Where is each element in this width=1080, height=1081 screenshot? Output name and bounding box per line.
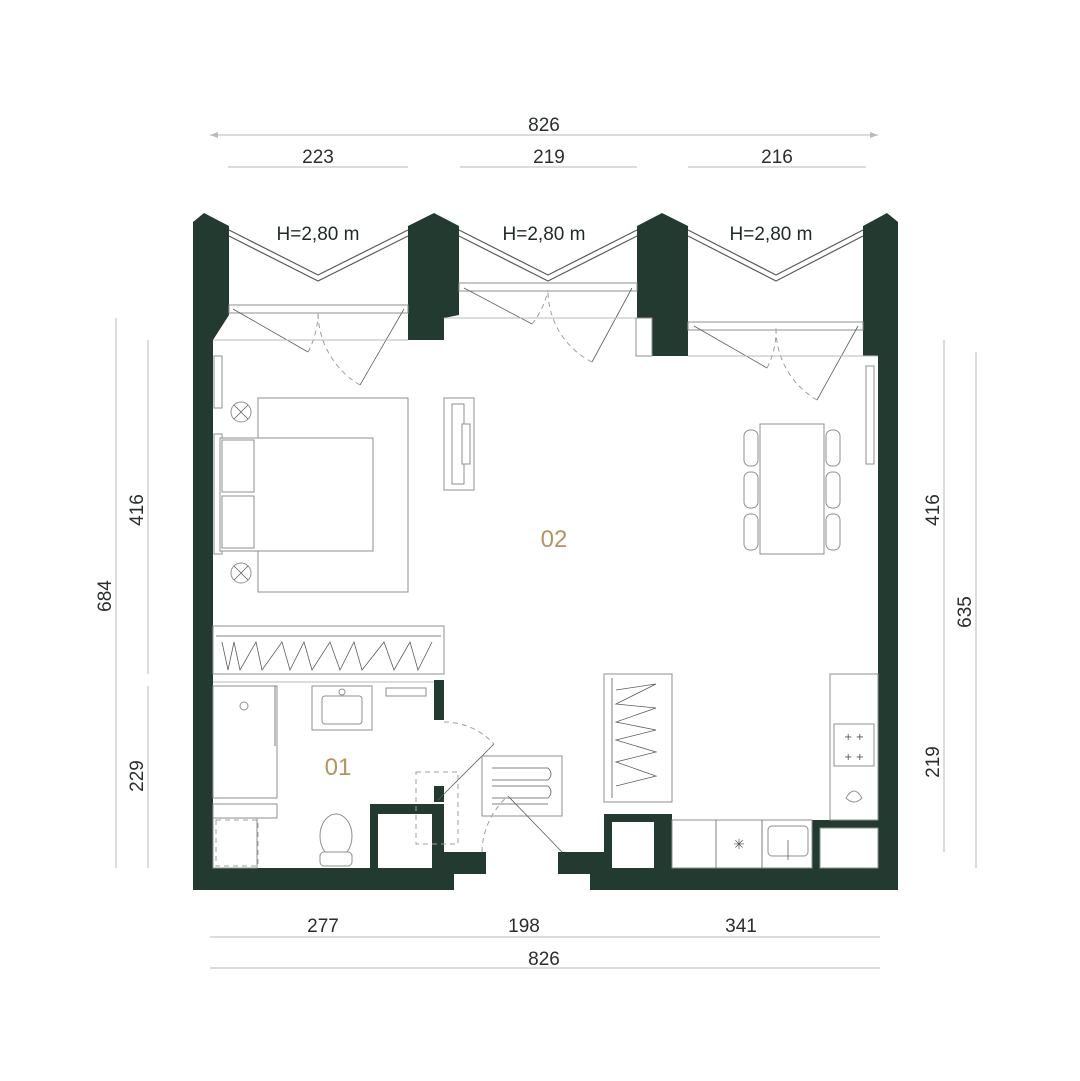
room-label-living: 02	[541, 526, 568, 553]
ceiling-height-label-2: H=2,80 m	[503, 224, 586, 245]
ceiling-height-label-1: H=2,80 m	[277, 224, 360, 245]
svg-text:+ +: + +	[844, 752, 864, 763]
right-total-dimension: 635	[955, 596, 976, 628]
right-upper-dimension: 416	[923, 494, 944, 526]
sofa	[443, 397, 475, 491]
bottom-segment-3-dimension: 341	[725, 916, 757, 937]
left-lower-dimension: 229	[127, 760, 148, 792]
top-total-dimension: 826	[528, 115, 560, 136]
svg-text:+ +: + +	[844, 732, 864, 743]
svg-text:✳: ✳	[733, 837, 745, 853]
left-upper-dimension: 416	[127, 494, 148, 526]
bay-windows	[228, 229, 864, 282]
bottom-total-dimension: 826	[528, 949, 560, 970]
entrance-door	[415, 721, 563, 853]
top-segment-1-dimension: 223	[302, 147, 334, 168]
ceiling-height-label-3: H=2,80 m	[730, 224, 813, 245]
top-segment-3-dimension: 216	[761, 147, 793, 168]
bottom-segment-1-dimension: 277	[307, 916, 339, 937]
bed	[213, 355, 409, 593]
walls	[193, 213, 898, 890]
closet	[603, 673, 673, 803]
room-label-bathroom: 01	[325, 754, 352, 781]
bathroom-fixtures	[212, 681, 434, 869]
bottom-segment-2-dimension: 198	[508, 916, 540, 937]
right-lower-dimension: 219	[923, 746, 944, 778]
dimension-lines	[115, 132, 977, 969]
balcony-doors	[213, 282, 878, 401]
dining-table	[743, 365, 875, 555]
top-segment-2-dimension: 219	[533, 147, 565, 168]
left-total-dimension: 684	[95, 580, 116, 612]
wardrobe	[212, 625, 445, 675]
kitchen: + + + + ✳	[635, 317, 879, 869]
